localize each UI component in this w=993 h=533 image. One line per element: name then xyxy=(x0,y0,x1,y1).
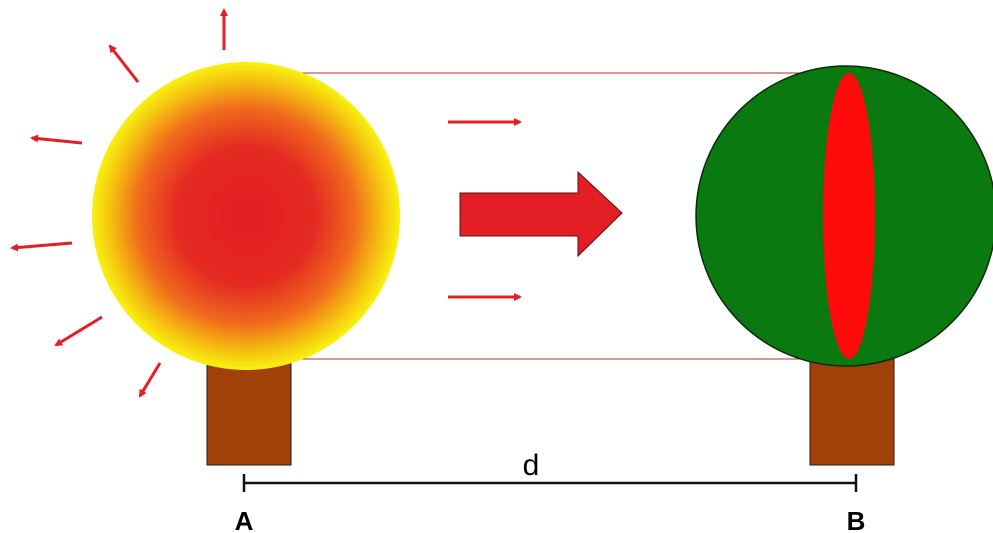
radiation-arrow xyxy=(108,44,140,83)
point-a-label: A xyxy=(235,506,254,533)
radiation-arrow xyxy=(30,134,83,145)
receiver-absorption-band xyxy=(823,73,875,359)
distance-label: d xyxy=(523,449,540,482)
point-b-label: B xyxy=(847,506,866,533)
radiation-arrows xyxy=(10,8,228,398)
right-arrow-icon xyxy=(459,170,623,258)
source-tree xyxy=(92,62,400,466)
beam-arrows xyxy=(448,118,522,301)
radiation-arrow xyxy=(10,241,73,252)
radiation-arrow xyxy=(54,315,103,347)
receiver-tree xyxy=(695,65,993,466)
distance-bar xyxy=(242,474,858,492)
radiation-arrow xyxy=(138,362,162,398)
source-crown xyxy=(92,62,400,370)
